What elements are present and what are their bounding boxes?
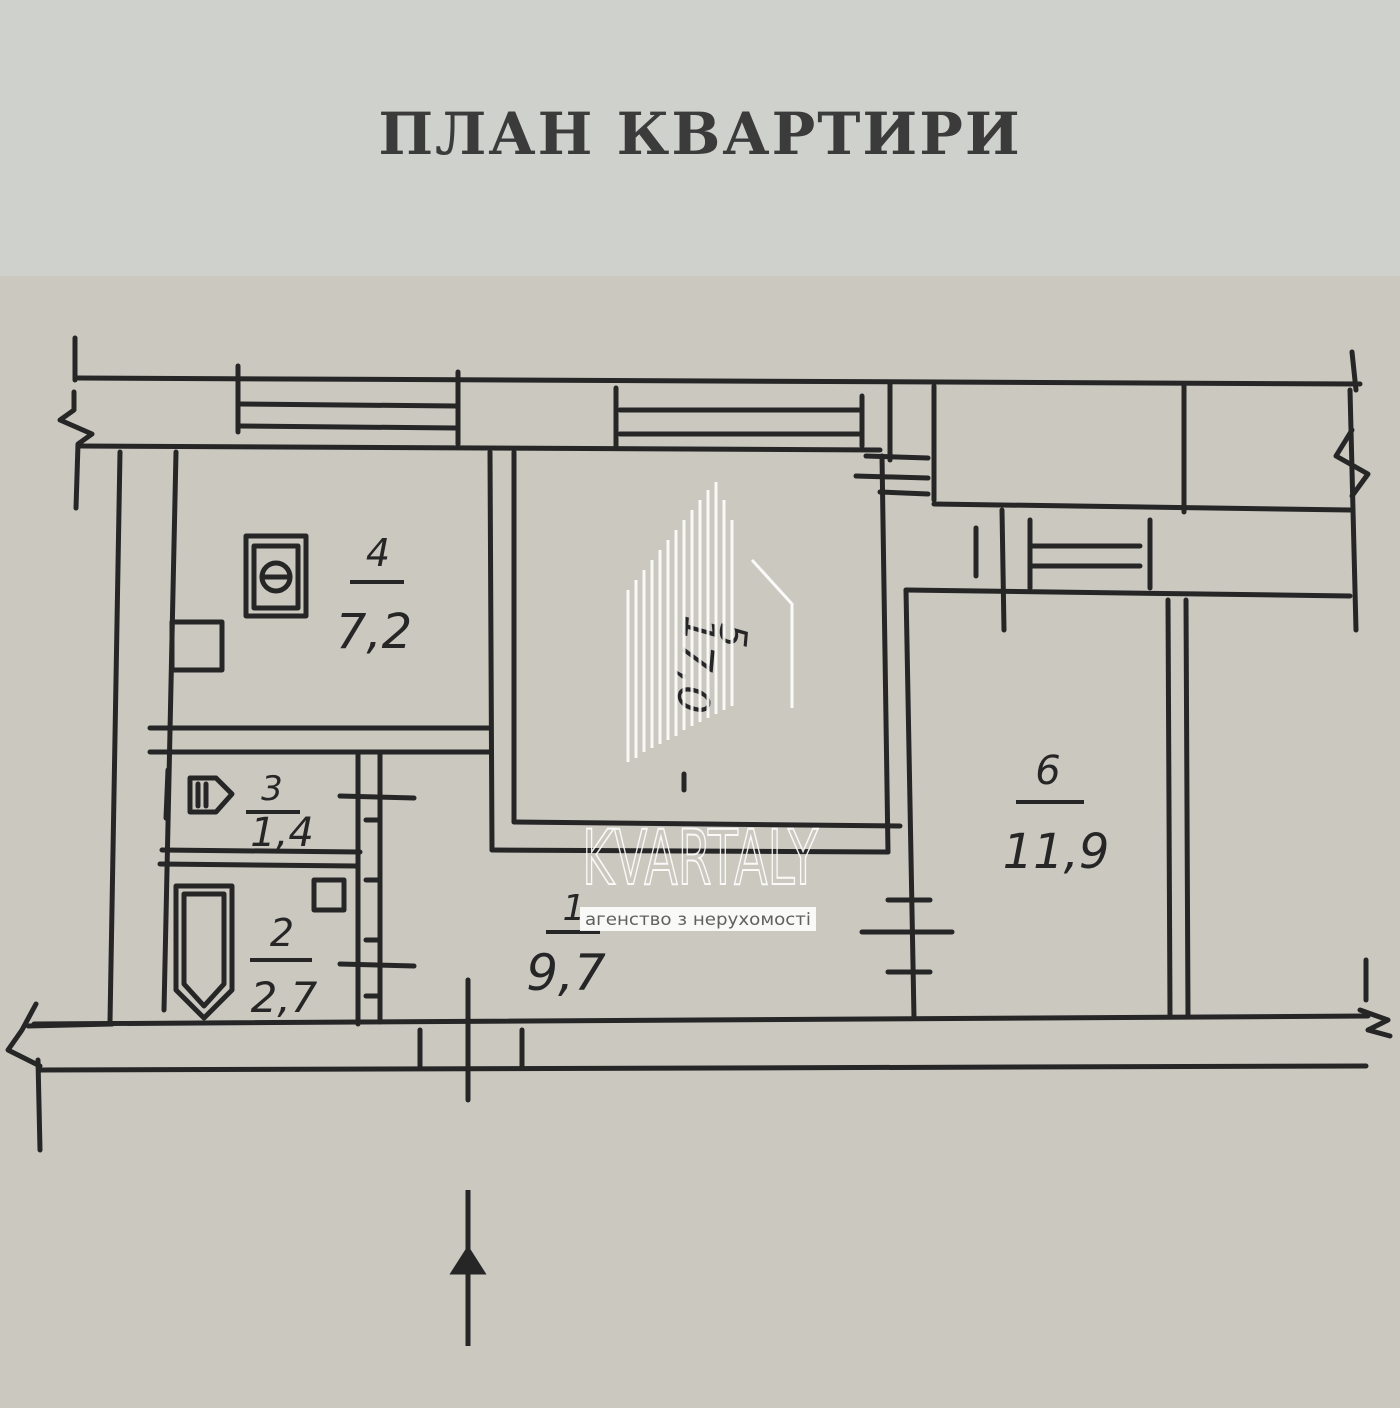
loggia <box>853 381 1359 633</box>
boiler-icon <box>163 767 235 821</box>
stove-icon <box>243 533 309 619</box>
room-number: 1 <box>563 888 586 929</box>
room-label-6: 6 11,9 <box>1003 748 1110 880</box>
room-label-2: 2 2,7 <box>250 911 318 1022</box>
break-line-icon <box>57 389 95 511</box>
room-area: 1,4 <box>250 810 314 856</box>
watermark-brand: KVARTALY <box>582 813 818 902</box>
header-band <box>0 0 1400 276</box>
room-number: 4 <box>366 531 390 575</box>
room-4-walls <box>147 449 517 853</box>
top-outer-wall <box>72 335 1363 453</box>
room-number: 6 <box>1035 748 1060 794</box>
room-6-walls <box>859 507 1353 1021</box>
page-title: ПЛАН КВАРТИРИ <box>378 100 1022 168</box>
break-line-icon <box>1333 427 1371 499</box>
room-label-1: 1 9,7 <box>526 888 606 1002</box>
window-left <box>235 363 461 447</box>
room-label-5: 5 17,0 <box>666 614 756 716</box>
room-area: 11,9 <box>1003 824 1110 880</box>
break-line-icon <box>1357 1007 1393 1039</box>
window-middle <box>613 385 865 449</box>
watermark-logo <box>626 482 794 762</box>
north-arrow-icon <box>449 1190 487 1346</box>
sink-icon <box>169 619 225 673</box>
room-label-4: 4 7,2 <box>336 531 412 660</box>
room-area: 2,7 <box>251 973 318 1022</box>
bottom-outer-wall <box>31 957 1371 1153</box>
room-area: 7,2 <box>336 604 412 660</box>
room-area: 9,7 <box>526 944 606 1002</box>
bathroom-walls <box>157 749 417 1027</box>
left-outer-wall <box>25 449 179 1029</box>
bathtub-icon <box>173 877 347 1021</box>
watermark-tagline-bg <box>580 907 816 931</box>
room-number: 2 <box>270 911 294 955</box>
break-line-icon <box>5 1001 43 1069</box>
room-5-walls <box>489 453 903 855</box>
room-number: 3 <box>261 769 283 809</box>
watermark: KVARTALY агенство з нерухомості <box>580 482 819 931</box>
watermark-tagline: агенство з нерухомості <box>585 910 811 930</box>
room-label-3: 3 1,4 <box>246 769 314 856</box>
